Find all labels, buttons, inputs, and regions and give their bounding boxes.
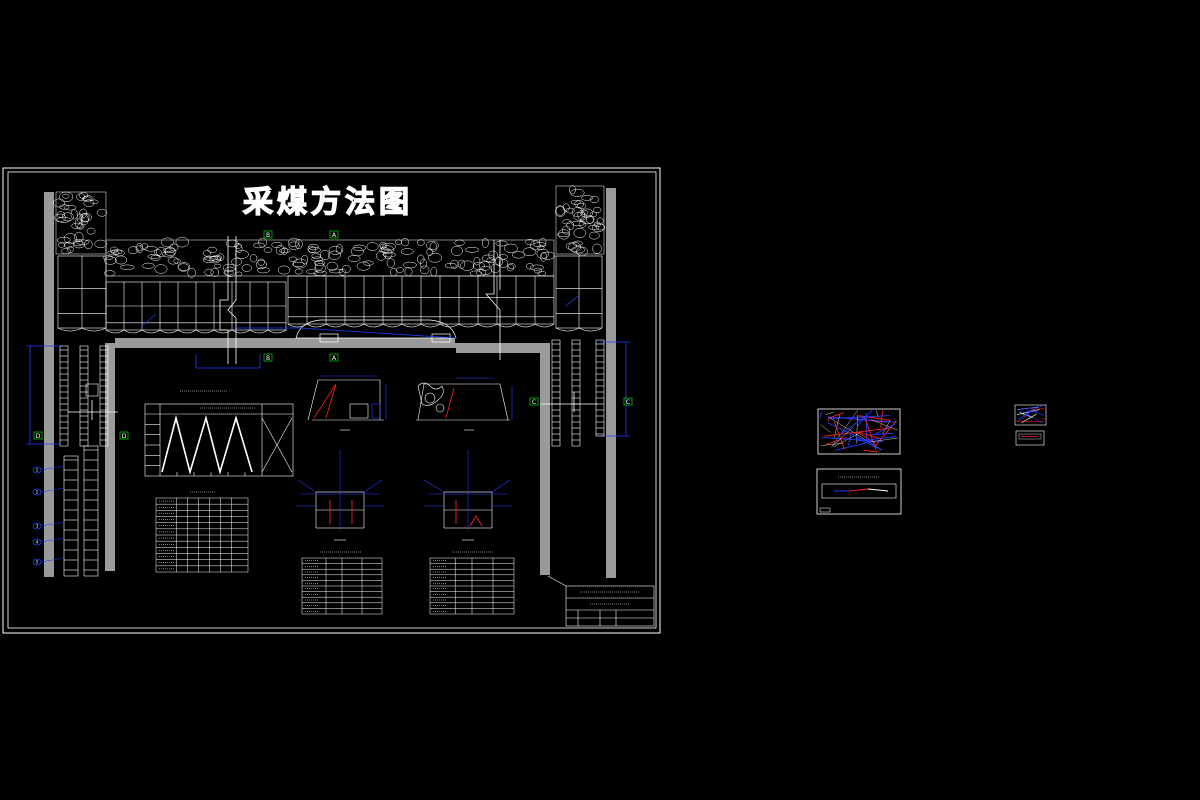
svg-text:C: C — [626, 399, 630, 406]
left-roadway-details — [59, 345, 109, 577]
section-markers: B A B A D D C — [33, 230, 633, 440]
svg-text:B: B — [266, 232, 270, 239]
section-marker-left-d2: D — [119, 431, 129, 440]
legend-bubble-label: 2 — [36, 490, 39, 495]
section-marker-left-d1: D — [33, 431, 43, 440]
section-marker-right-c2: C — [623, 397, 633, 406]
sheet-inner-border — [7, 171, 657, 629]
plan-dimension-lines — [26, 295, 630, 445]
parameter-table-mid — [301, 551, 383, 615]
right-roadway-details — [551, 339, 605, 447]
thumbnail-sheet-table[interactable] — [816, 468, 902, 515]
drawing-title: 采煤方法图 — [243, 185, 413, 220]
section-marker-bottom-b: B — [263, 353, 273, 362]
svg-text:D: D — [36, 433, 41, 440]
section-marker-top-b: B — [263, 230, 273, 239]
legend-bubble-label: 5 — [36, 560, 39, 565]
svg-text:D: D — [122, 433, 127, 440]
sheet-outer-border — [2, 167, 661, 634]
thumbnail-sheet-small-map[interactable] — [1014, 404, 1047, 426]
thumbnail-sheet-map[interactable] — [817, 408, 901, 455]
section-view-b — [416, 377, 513, 431]
blast-pattern-a — [296, 450, 384, 541]
title-block — [547, 575, 655, 627]
svg-text:A: A — [332, 232, 337, 239]
left-legend: 1 2 3 4 5 — [32, 465, 65, 566]
roadway-centerlines — [68, 236, 598, 420]
thumbnail-sheet-small-table[interactable] — [1015, 430, 1045, 446]
hydraulic-support-rows — [57, 255, 603, 334]
section-marker-right-c1: C — [529, 397, 539, 406]
caved-rock-pattern — [53, 185, 605, 278]
legend-bubble-label: 4 — [36, 540, 39, 545]
svg-text:C: C — [532, 399, 536, 406]
legend-bubble-label: 3 — [36, 524, 39, 529]
svg-text:A: A — [332, 355, 337, 362]
right-shaft-wall — [606, 188, 616, 578]
section-view-a — [307, 375, 387, 431]
parameter-table-left — [155, 491, 249, 573]
parameter-table-right — [429, 551, 515, 615]
section-marker-top-a: A — [329, 230, 339, 239]
left-shaft-wall — [44, 192, 54, 577]
blast-pattern-b — [423, 450, 512, 541]
legend-bubble-label: 1 — [36, 468, 39, 473]
section-marker-bottom-a: A — [329, 353, 339, 362]
cycle-operation-chart — [144, 390, 294, 477]
svg-text:B: B — [266, 355, 270, 362]
roadway-channel — [105, 338, 550, 575]
main-drawing-sheet: 1 2 3 4 5 采煤方法图 B A B A D — [2, 167, 661, 634]
